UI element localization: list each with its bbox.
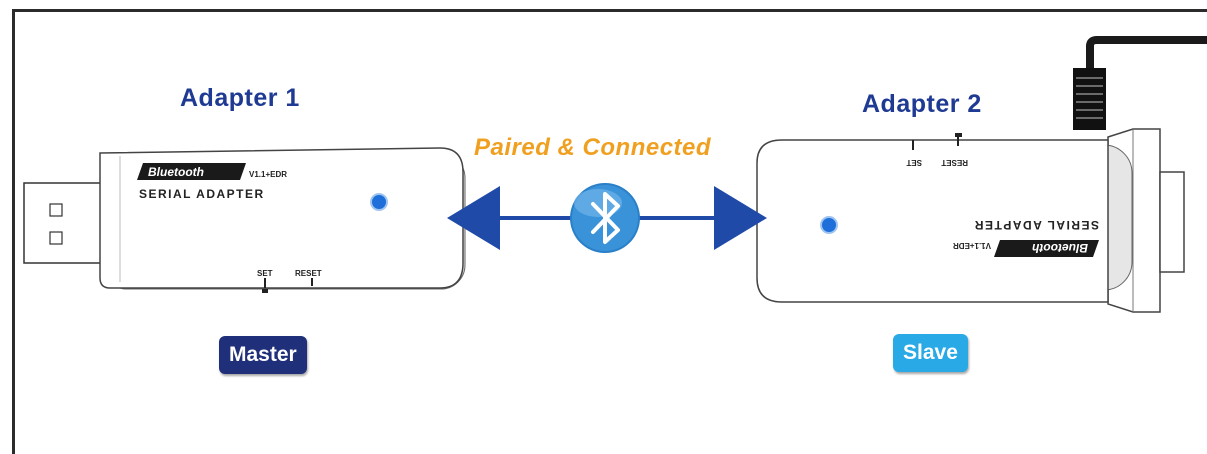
adapter-2-set-label: SET (906, 158, 922, 167)
adapter-2-device: Bluetooth V1.1+EDR SERIAL ADAPTER SET RE… (756, 36, 1207, 313)
adapter-1-body (99, 147, 464, 289)
usb-plug (23, 182, 109, 264)
adapter-1-product-label: SERIAL ADAPTER (139, 187, 265, 201)
usb-pin-hole (49, 231, 63, 245)
adapter-2-brand: Bluetooth (1032, 241, 1088, 255)
adapter-1-device: Bluetooth V1.1+EDR SERIAL ADAPTER SET RE… (23, 147, 466, 293)
adapter-2-title: Adapter 2 (862, 90, 982, 118)
master-badge: Master (219, 336, 307, 374)
adapter-1-title: Adapter 1 (180, 84, 300, 112)
connection-arrow (447, 183, 767, 253)
adapter-2-body (756, 139, 1109, 303)
usb-pin-hole (49, 203, 63, 217)
adapter-2-reset-label: RESET (941, 158, 968, 167)
serial-cable (1086, 36, 1207, 118)
adapter-1-led (370, 193, 388, 211)
adapter-1-version: V1.1+EDR (249, 170, 287, 179)
adapter-1-reset-label: RESET (295, 269, 322, 278)
arrowhead-right (714, 186, 767, 250)
adapter-2-product-label: SERIAL ADAPTER (973, 218, 1099, 232)
diagram-frame (12, 9, 1207, 454)
adapter-1-brand-badge (137, 163, 246, 180)
slave-badge: Slave (893, 334, 968, 372)
adapter-2-version: V1.1+EDR (953, 241, 991, 250)
arrowhead-left (447, 186, 500, 250)
connection-label: Paired & Connected (474, 134, 712, 161)
bluetooth-icon (570, 183, 640, 253)
adapter-2-brand-badge (994, 240, 1099, 257)
adapter-2-led (820, 216, 838, 234)
adapter-1-set-label: SET (257, 269, 273, 278)
adapter-1-brand: Bluetooth (148, 165, 204, 179)
